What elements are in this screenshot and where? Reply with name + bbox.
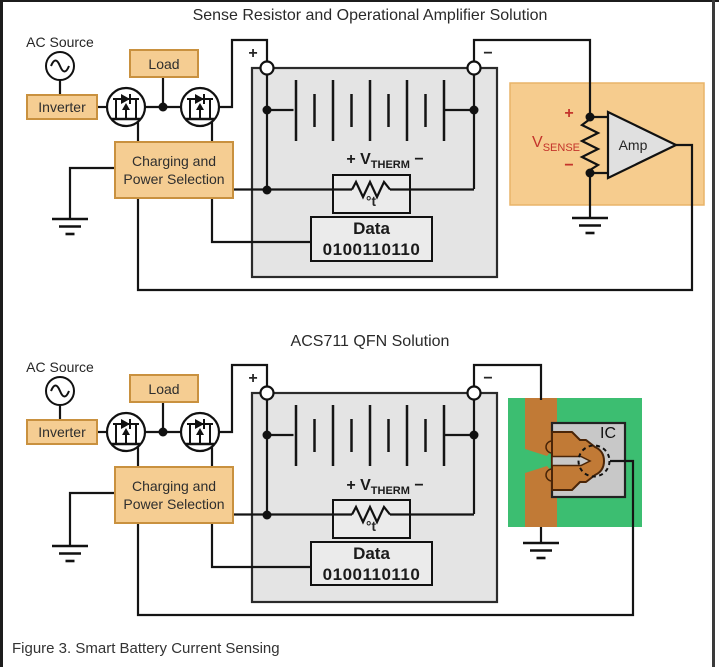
page-border-left — [0, 0, 3, 667]
sense-resistor-symbol — [579, 118, 601, 171]
vtherm-prefix: + V — [346, 477, 371, 494]
battery-plus-label: + — [248, 45, 258, 62]
inverter-box — [26, 94, 98, 120]
leadframe-slot — [551, 455, 592, 467]
mosfet-symbol — [105, 86, 147, 128]
load-box — [129, 374, 199, 403]
wire — [68, 166, 115, 219]
junction-dot — [262, 105, 272, 115]
mosfet-symbol — [179, 411, 221, 453]
junction-dot — [158, 102, 168, 112]
inverter-label: Inverter — [38, 99, 86, 115]
page-border-right — [712, 0, 715, 667]
wire — [68, 491, 115, 546]
load-label: Load — [148, 380, 180, 397]
battery-minus-label: − — [483, 45, 493, 62]
battery-minus-terminal — [466, 60, 482, 76]
charging-box — [114, 466, 234, 524]
vtherm-label: + VTHERM − — [315, 151, 455, 171]
wire — [219, 363, 269, 434]
wire — [210, 523, 311, 569]
vtherm-suffix: − — [409, 151, 424, 168]
ac-source-symbol — [45, 376, 75, 406]
junction-dot — [158, 427, 168, 437]
ground-symbol — [521, 541, 561, 560]
sense-plus-label: + — [564, 105, 574, 122]
junction-dot — [262, 430, 272, 440]
figure-caption: Figure 3. Smart Battery Current Sensing — [12, 640, 280, 657]
vtherm-prefix: + V — [346, 151, 371, 168]
thermistor-label: °t — [366, 519, 376, 534]
bottom-diagram — [26, 363, 642, 617]
vsense-prefix: V — [532, 134, 543, 151]
wire — [136, 143, 694, 292]
vtherm-label: + VTHERM − — [315, 477, 455, 497]
top-diagram-title: Sense Resistor and Operational Amplifier… — [192, 7, 548, 24]
mosfet-symbol — [105, 411, 147, 453]
thermistor-label: °t — [366, 194, 376, 209]
data-title: Data — [353, 219, 390, 238]
ic-label: IC — [600, 425, 616, 442]
mosfet-symbol — [179, 86, 221, 128]
data-box — [310, 541, 433, 586]
junction-dot — [469, 105, 479, 115]
bottom-wires — [58, 363, 635, 617]
copper-trace-bottom — [525, 466, 557, 527]
data-label: Data 0100110110 — [311, 218, 432, 260]
charging-label: Charging and Power Selection — [115, 467, 233, 523]
charging-label: Charging and Power Selection — [115, 142, 233, 198]
top-diagram — [26, 38, 705, 292]
vtherm-suffix: − — [409, 477, 424, 494]
battery-minus-terminal — [466, 385, 482, 401]
inverter-label: Inverter — [38, 424, 86, 440]
wire — [219, 38, 269, 109]
ac-source-symbol — [45, 51, 75, 81]
junction-dot — [469, 430, 479, 440]
junction-dot — [262, 510, 272, 520]
ground-symbol — [50, 217, 90, 236]
top-wires — [58, 38, 694, 292]
page-border-top — [0, 0, 719, 2]
data-bits: 0100110110 — [322, 240, 421, 259]
inverter-box — [26, 419, 98, 445]
data-bits: 0100110110 — [322, 564, 421, 584]
ac-source-label: AC Source — [26, 359, 94, 375]
data-box — [310, 216, 433, 262]
junction-dot — [262, 185, 272, 195]
sense-minus-label: − — [564, 157, 574, 174]
load-label: Load — [148, 55, 180, 72]
vtherm-subscript: THERM — [370, 159, 410, 172]
vsense-subscript: SENSE — [542, 142, 580, 155]
battery-plus-terminal — [259, 60, 275, 76]
ground-symbol — [570, 216, 610, 235]
amp-label: Amp — [618, 137, 648, 153]
wire — [472, 363, 543, 400]
battery-plus-label: + — [248, 370, 258, 387]
charging-label-line1: Charging and — [131, 153, 217, 169]
charging-box — [114, 141, 234, 199]
wire — [210, 198, 311, 244]
hall-sensor-circle — [577, 444, 611, 478]
battery-minus-label: − — [483, 370, 493, 387]
data-label: Data 0100110110 — [311, 543, 432, 584]
opamp-triangle — [606, 110, 679, 180]
wire — [472, 38, 592, 117]
vsense-label: VSENSE — [498, 134, 580, 154]
ac-source-label: AC Source — [26, 34, 94, 50]
ground-symbol — [50, 544, 90, 563]
vtherm-subscript: THERM — [370, 485, 410, 498]
bottom-diagram-title: ACS711 QFN Solution — [290, 333, 450, 350]
wire — [136, 459, 635, 617]
charging-label-line1: Charging and — [131, 478, 217, 494]
charging-label-line2: Power Selection — [123, 496, 225, 512]
data-title: Data — [353, 543, 390, 563]
thermistor-box — [332, 499, 411, 539]
charging-label-line2: Power Selection — [123, 171, 225, 187]
battery-plus-terminal — [259, 385, 275, 401]
thermistor-box — [332, 174, 411, 214]
load-box — [129, 49, 199, 78]
